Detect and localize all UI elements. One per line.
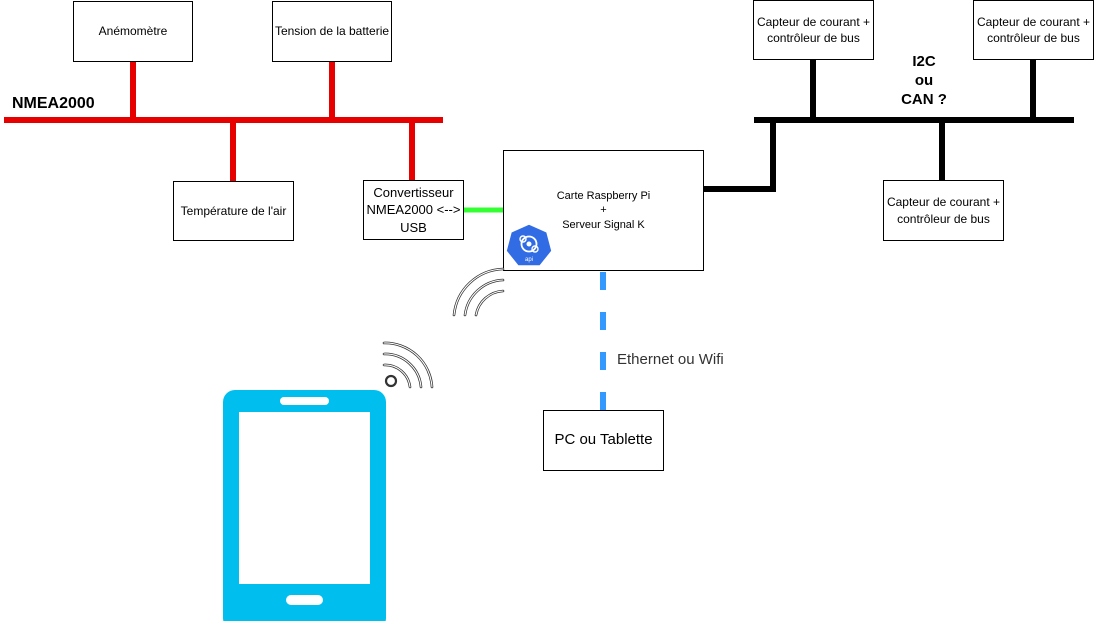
- api-service-icon: api: [505, 223, 553, 267]
- wireless-signal-icon: [382, 341, 434, 389]
- capteur-courant-label-3: Capteur de courant + contrôleur de bus: [886, 195, 1001, 226]
- capteur-courant-node-2: Capteur de courant + contrôleur de bus: [973, 0, 1094, 60]
- raspberry-i2c-link: [704, 120, 776, 192]
- pc-tablette-label: PC ou Tablette: [554, 431, 653, 449]
- smartphone-icon: [223, 390, 386, 621]
- i2c-can-bus: [704, 60, 1074, 192]
- temperature-air-label: Température de l'air: [180, 203, 287, 218]
- api-badge-text: api: [525, 257, 533, 263]
- capteur-courant-node-3: Capteur de courant + contrôleur de bus: [883, 180, 1004, 241]
- ethernet-label: Ethernet ou Wifi: [617, 351, 724, 368]
- wireless-signal-icon: [452, 267, 505, 317]
- convertisseur-label: Convertisseur NMEA2000 <--> USB: [366, 184, 461, 235]
- i2c-can-label: I2C ou CAN ?: [901, 53, 947, 109]
- raspberry-label: Carte Raspberry Pi + Serveur Signal K: [556, 190, 651, 231]
- pc-tablette-node: PC ou Tablette: [543, 410, 664, 471]
- nmea2000-bus: [4, 62, 443, 181]
- tension-batterie-label: Tension de la batterie: [274, 24, 390, 39]
- nmea2000-label: NMEA2000: [12, 95, 95, 112]
- capteur-courant-node-1: Capteur de courant + contrôleur de bus: [753, 0, 874, 60]
- capteur-courant-label-2: Capteur de courant + contrôleur de bus: [976, 14, 1091, 45]
- convertisseur-node: Convertisseur NMEA2000 <--> USB: [363, 180, 464, 240]
- anemometre-node: Anémomètre: [73, 1, 193, 62]
- tension-batterie-node: Tension de la batterie: [272, 1, 392, 62]
- anemometre-label: Anémomètre: [98, 24, 168, 39]
- temperature-air-node: Température de l'air: [173, 181, 294, 241]
- capteur-courant-label-1: Capteur de courant + contrôleur de bus: [756, 14, 871, 45]
